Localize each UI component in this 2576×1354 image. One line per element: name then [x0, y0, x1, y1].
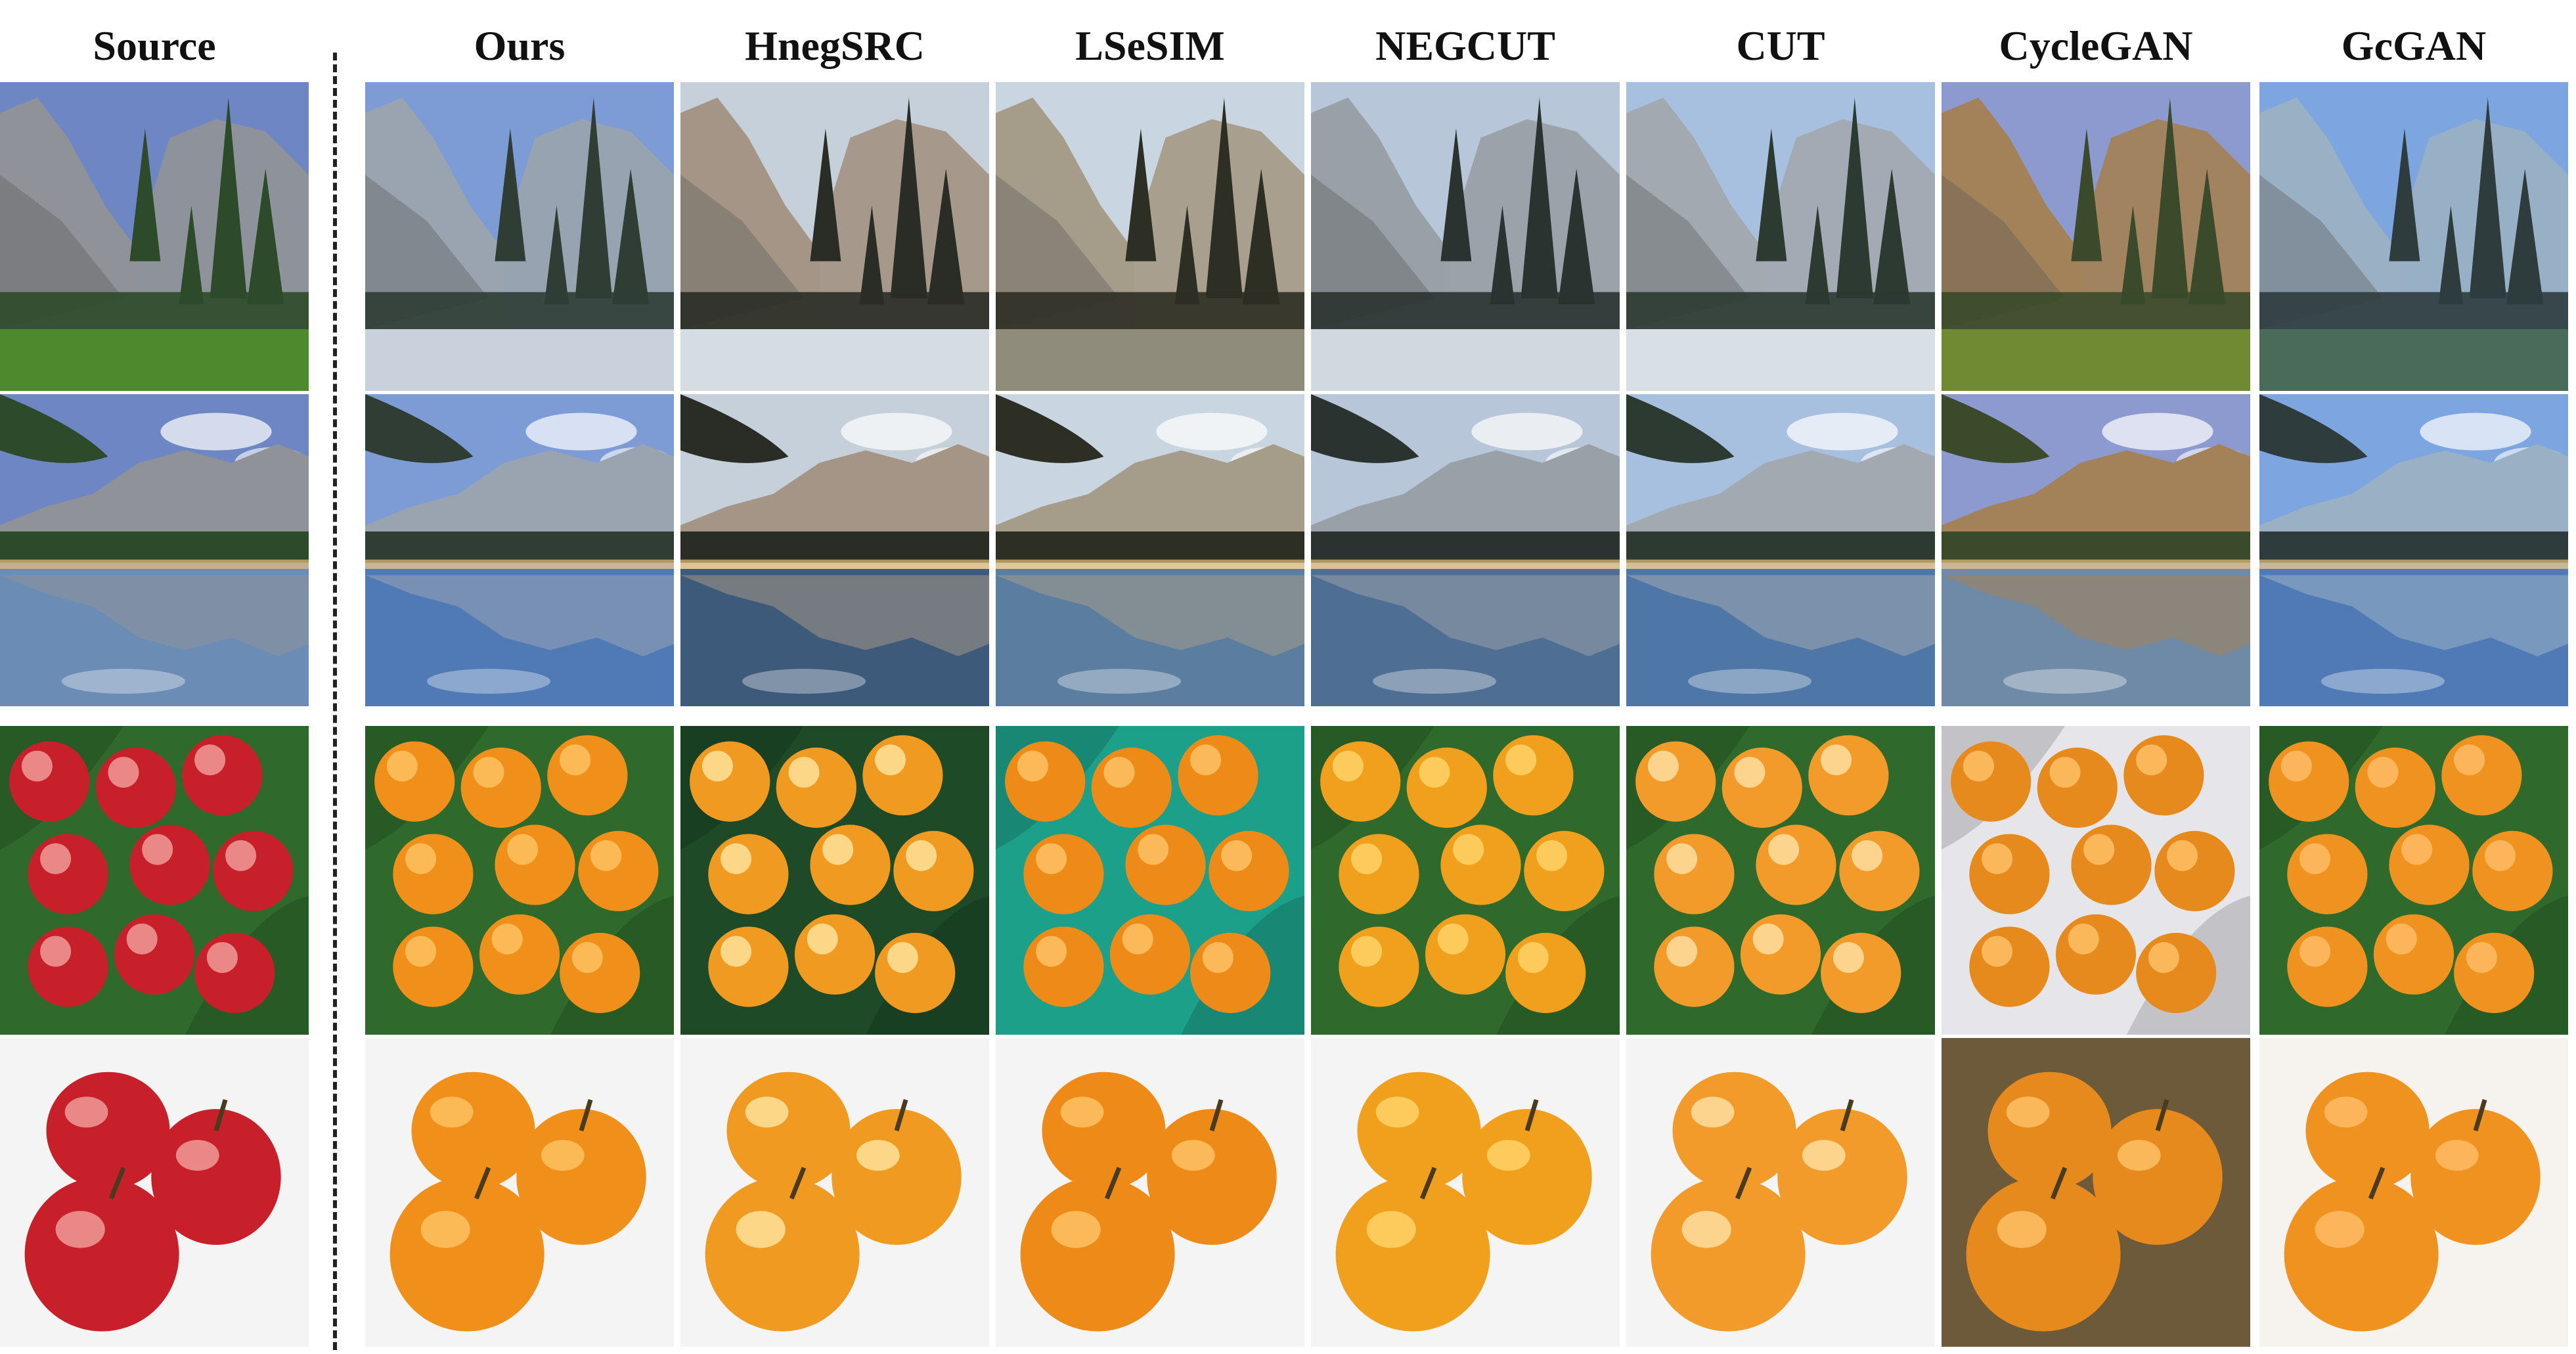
image-apples-on-leaves-source [0, 726, 309, 1035]
image-mountain-valley-source [0, 82, 309, 391]
image-lake-reflection-gcgan [2259, 394, 2568, 706]
column-header-cut: CUT [1736, 22, 1825, 69]
image-lake-reflection-hnegsrc [680, 394, 989, 706]
column-header-negcut: NEGCUT [1375, 22, 1555, 69]
image-mountain-valley-gcgan [2259, 82, 2568, 391]
dashed-divider [333, 53, 337, 1350]
column-header-cyclegan: CycleGAN [1999, 22, 2193, 69]
column-header-source: Source [93, 22, 216, 69]
column-header-ours: Ours [474, 22, 566, 69]
image-apples-on-leaves-hnegsrc [680, 726, 989, 1035]
image-lake-reflection-ours [365, 394, 674, 706]
image-three-apples-cyclegan [1942, 1038, 2250, 1347]
image-lake-reflection-cut [1626, 394, 1935, 706]
image-three-apples-negcut [1311, 1038, 1620, 1347]
image-three-apples-source [0, 1038, 309, 1347]
image-lake-reflection-source [0, 394, 309, 706]
image-apples-on-leaves-negcut [1311, 726, 1620, 1035]
image-lake-reflection-lsesim [996, 394, 1304, 706]
column-header-lsesim: LSeSIM [1075, 22, 1225, 69]
image-three-apples-gcgan [2259, 1038, 2568, 1347]
image-mountain-valley-ours [365, 82, 674, 391]
image-apples-on-leaves-ours [365, 726, 674, 1035]
image-three-apples-hnegsrc [680, 1038, 989, 1347]
image-apples-on-leaves-cut [1626, 726, 1935, 1035]
column-header-hnegsrc: HnegSRC [745, 22, 925, 69]
image-mountain-valley-cyclegan [1942, 82, 2250, 391]
image-mountain-valley-negcut [1311, 82, 1620, 391]
image-apples-on-leaves-cyclegan [1942, 726, 2250, 1035]
image-mountain-valley-lsesim [996, 82, 1304, 391]
column-header-gcgan: GcGAN [2341, 22, 2487, 69]
image-apples-on-leaves-gcgan [2259, 726, 2568, 1035]
image-lake-reflection-negcut [1311, 394, 1620, 706]
image-three-apples-cut [1626, 1038, 1935, 1347]
image-mountain-valley-hnegsrc [680, 82, 989, 391]
image-three-apples-lsesim [996, 1038, 1304, 1347]
image-mountain-valley-cut [1626, 82, 1935, 391]
image-apples-on-leaves-lsesim [996, 726, 1304, 1035]
image-three-apples-ours [365, 1038, 674, 1347]
image-lake-reflection-cyclegan [1942, 394, 2250, 706]
